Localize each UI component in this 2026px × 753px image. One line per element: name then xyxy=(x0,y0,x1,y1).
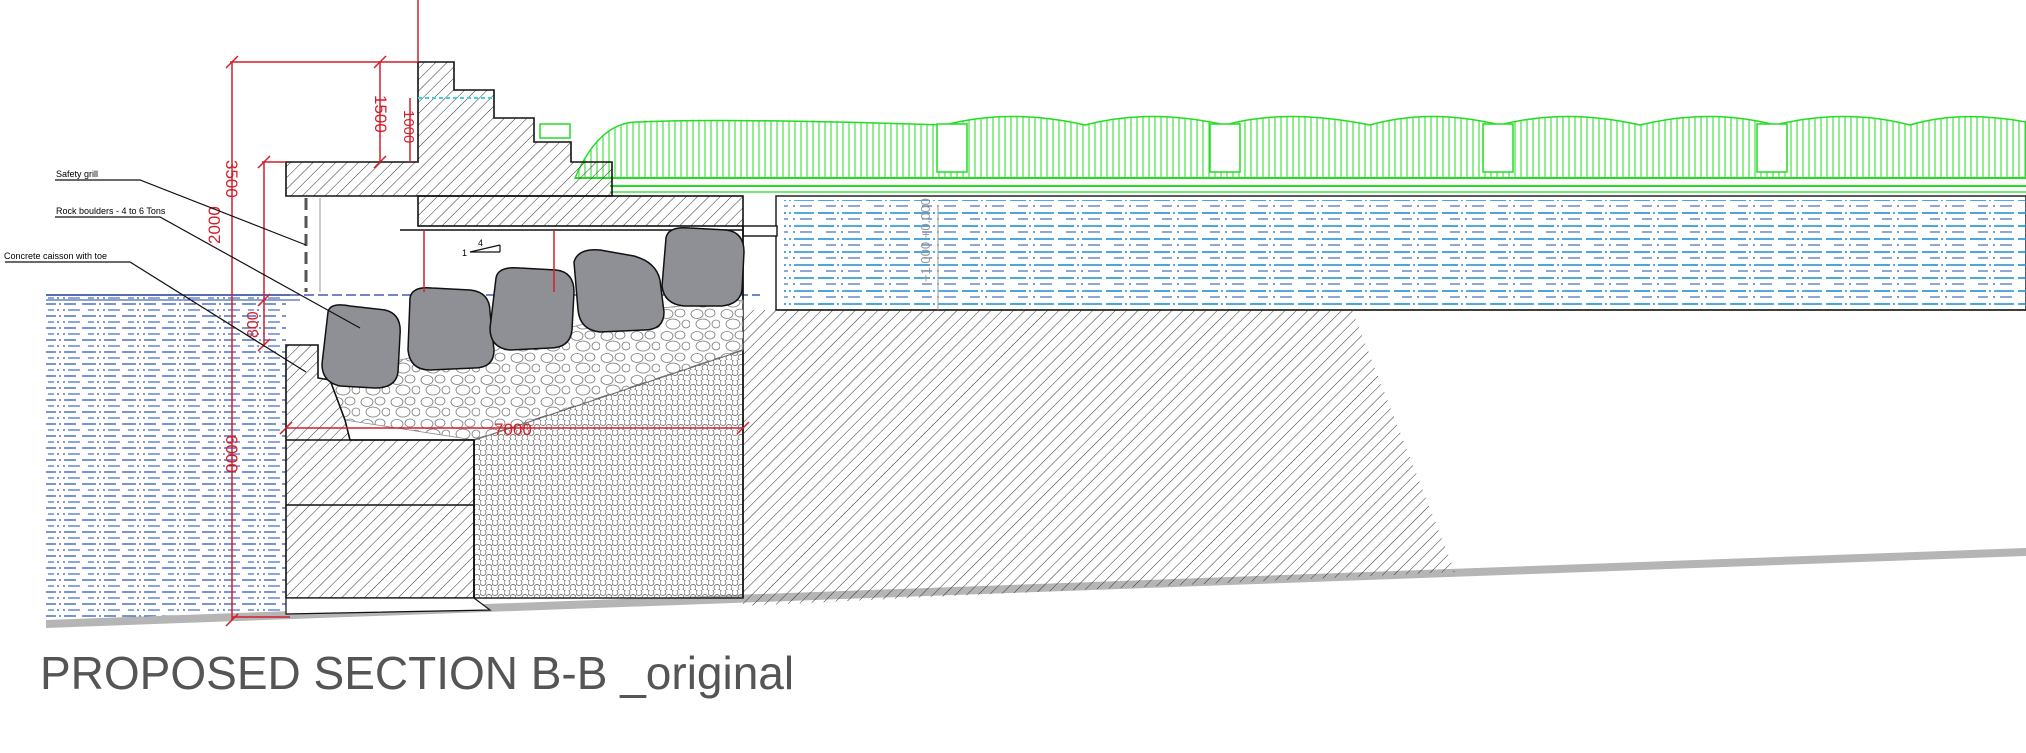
dim-apron-width: 7000 xyxy=(494,420,532,439)
slope-run: 4 xyxy=(478,238,483,248)
water-level-note: +1.000 +0.000 xyxy=(918,198,933,282)
dim-step-riser: 1000 xyxy=(400,110,417,143)
concrete-caisson xyxy=(285,344,492,615)
drawing-title: PROPOSED SECTION B-B _original xyxy=(40,647,795,699)
leader-lines xyxy=(5,179,361,373)
vegetation xyxy=(539,115,2026,193)
dim-step-height: 1500 xyxy=(371,95,390,133)
slope-rise: 1 xyxy=(462,248,467,258)
label-safety-grill: Safety grill xyxy=(56,169,98,179)
dim-grill-height: 2000 xyxy=(205,206,224,244)
label-concrete-caisson: Concrete caisson with toe xyxy=(4,251,107,261)
dim-caisson-depth: 6000 xyxy=(222,435,241,473)
dim-water-depth: 800 xyxy=(245,311,262,338)
dim-overall-height: 3500 xyxy=(222,160,241,198)
channel-water xyxy=(775,195,2026,311)
sea-water xyxy=(46,294,760,620)
slope-annotation: 4 1 xyxy=(423,230,555,292)
dimension-lines xyxy=(225,0,750,627)
embankment-hatch xyxy=(743,310,1455,606)
rock-boulders xyxy=(321,226,745,389)
seawall-structure xyxy=(285,61,778,598)
label-rock-boulders: Rock boulders - 4 to 6 Tons xyxy=(56,206,166,216)
